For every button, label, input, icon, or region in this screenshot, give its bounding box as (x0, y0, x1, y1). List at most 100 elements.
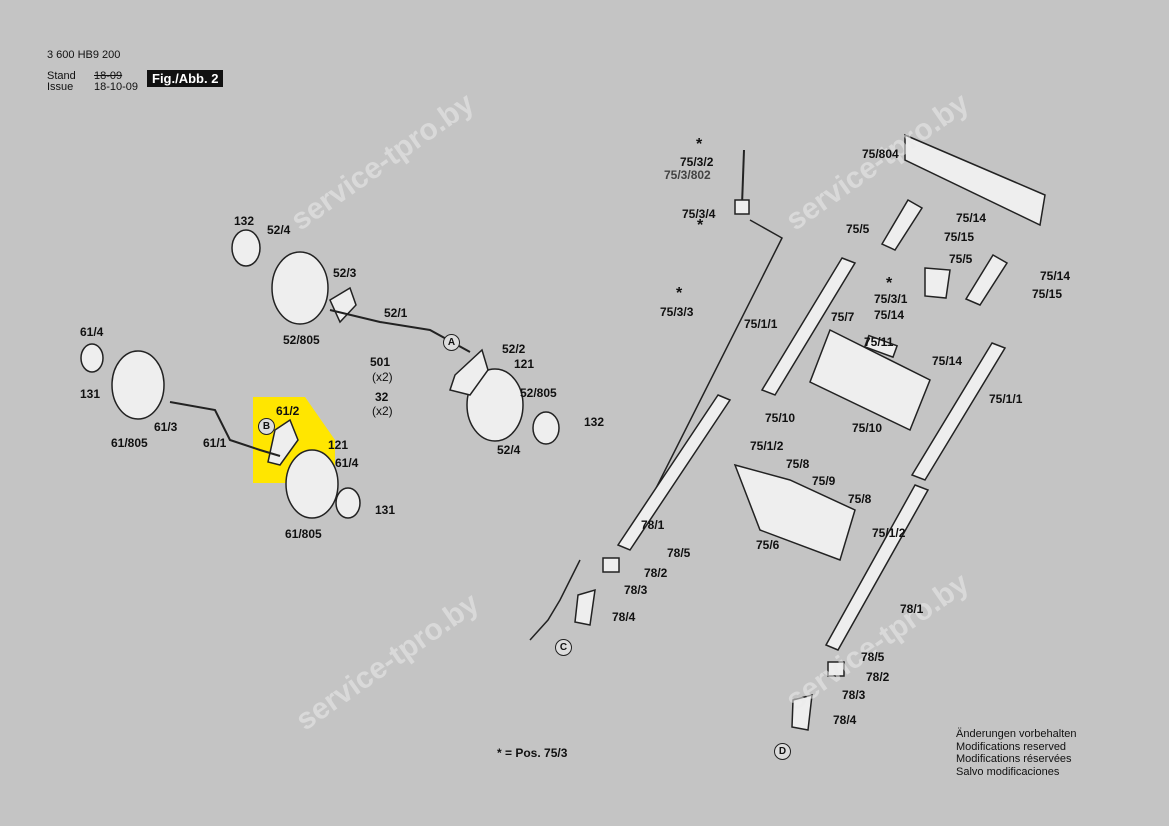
part-label: 75/1/1 (989, 392, 1023, 406)
part-label: 75/3/3 (660, 305, 694, 319)
axle-61-1 (169, 401, 281, 457)
tube-78-1-left (616, 394, 732, 551)
part-label: 121 (514, 357, 535, 371)
issue-date: 18-10-09 (94, 81, 139, 93)
part-label: 52/1 (384, 306, 408, 320)
wheel-52-805-right (466, 368, 524, 442)
part-label: 61/805 (111, 436, 148, 450)
part-52-3 (329, 286, 357, 324)
hubcap-132-right (532, 411, 560, 445)
grip-75-5b (964, 253, 1009, 306)
part-label: 61/2 (276, 404, 300, 418)
wheel-52-805 (271, 251, 329, 325)
part-label: 52/4 (267, 223, 291, 237)
part-label: 52/805 (520, 386, 557, 400)
marker-c: C (555, 639, 572, 656)
part-qty: (x2) (372, 370, 393, 384)
clip-78-2b (827, 661, 845, 677)
part-qty: (x2) (372, 404, 393, 418)
note-line: Salvo modificaciones (956, 765, 1060, 778)
hubcap-132 (231, 229, 261, 267)
part-label: 61/805 (285, 527, 322, 541)
part-label: 75/5 (949, 252, 973, 266)
cable-75-3-3 (639, 219, 783, 521)
part-label: 52/4 (497, 443, 521, 457)
note-line: Änderungen vorbehalten (956, 728, 1077, 740)
part-label: 75/7 (831, 310, 855, 324)
star-marker: * (696, 136, 703, 153)
part-label: 75/11 (864, 335, 894, 349)
part-label: 75/1/2 (872, 526, 906, 540)
part-label: 75/15 (944, 230, 975, 244)
tube-78-1-right (824, 484, 930, 651)
part-label: 61/3 (154, 420, 178, 434)
note-line: Modifications reserved (956, 740, 1067, 753)
part-label: 75/1/1 (744, 317, 778, 331)
figure-label: Fig./Abb. 2 (147, 70, 224, 87)
tube-75-1-1-left (760, 257, 857, 396)
part-label: 75/14 (874, 308, 905, 322)
hubcap-131-right (335, 487, 361, 519)
cap-78-4 (574, 588, 596, 626)
part-label: 75/14 (932, 354, 963, 368)
clip-78-2 (602, 557, 620, 573)
part-label: 75/15 (1032, 287, 1063, 301)
part-number: 3 600 HB9 200 (47, 49, 121, 61)
part-label: 75/14 (956, 211, 987, 225)
part-label: 75/1/2 (750, 439, 784, 453)
star-marker: * (697, 217, 704, 234)
marker-d: D (774, 743, 791, 760)
part-label: 78/2 (644, 566, 668, 580)
part-label: 78/3 (842, 688, 866, 702)
part-label: 32 (375, 390, 389, 404)
part-75-11 (863, 334, 899, 359)
marker-b: B (258, 418, 275, 435)
part-label: 78/5 (667, 546, 691, 560)
part-label: 132 (234, 214, 255, 228)
part-75-3-4 (734, 199, 750, 215)
part-label: 501 (370, 355, 391, 369)
part-label: 75/5 (846, 222, 870, 236)
cap-78-4b (791, 693, 813, 731)
hubcap-131 (80, 343, 104, 373)
part-label: 75/8 (786, 457, 810, 471)
stand-label: Stand (47, 70, 76, 82)
part-label: 75/3/802 (664, 168, 711, 182)
part-label: 75/14 (1040, 269, 1071, 283)
part-label: 52/805 (283, 333, 320, 347)
part-label: 75/8 (848, 492, 872, 506)
part-75-3-1 (924, 267, 951, 299)
grip-75-5 (880, 198, 924, 251)
part-label: 131 (375, 503, 396, 517)
part-label: 78/4 (612, 610, 636, 624)
part-label: 78/1 (641, 518, 665, 532)
part-label: 75/3/4 (682, 207, 716, 221)
part-label: 75/10 (852, 421, 883, 435)
part-label: 75/9 (812, 474, 836, 488)
part-label: 75/3/1 (874, 292, 908, 306)
part-label: 61/4 (80, 325, 104, 339)
note-line: Modifications réservées (956, 753, 1072, 765)
handle-75-804 (904, 133, 1046, 227)
part-label: 75/804 (862, 147, 899, 161)
part-label: 75/10 (765, 411, 796, 425)
part-label: 52/3 (333, 266, 357, 280)
part-label: 78/1 (900, 602, 924, 616)
part-label: 78/4 (833, 713, 857, 727)
old-date: 18-09 (94, 70, 123, 82)
part-label: 52/2 (502, 342, 526, 356)
part-label: 61/4 (335, 456, 359, 470)
part-label: 75/3/2 (680, 155, 714, 169)
star-marker: * (676, 285, 683, 302)
marker-a: A (443, 334, 460, 351)
part-label: 78/5 (861, 650, 885, 664)
base-75-6 (733, 463, 856, 561)
modifications-note: Änderungen vorbehalten Modifications res… (956, 728, 1076, 778)
part-label: 78/2 (866, 670, 890, 684)
wheel-61-805-left (111, 350, 165, 420)
tube-75-1-1-right (910, 342, 1007, 481)
part-label: 121 (328, 438, 349, 452)
part-52-2 (449, 348, 489, 396)
part-label: 75/6 (756, 538, 780, 552)
